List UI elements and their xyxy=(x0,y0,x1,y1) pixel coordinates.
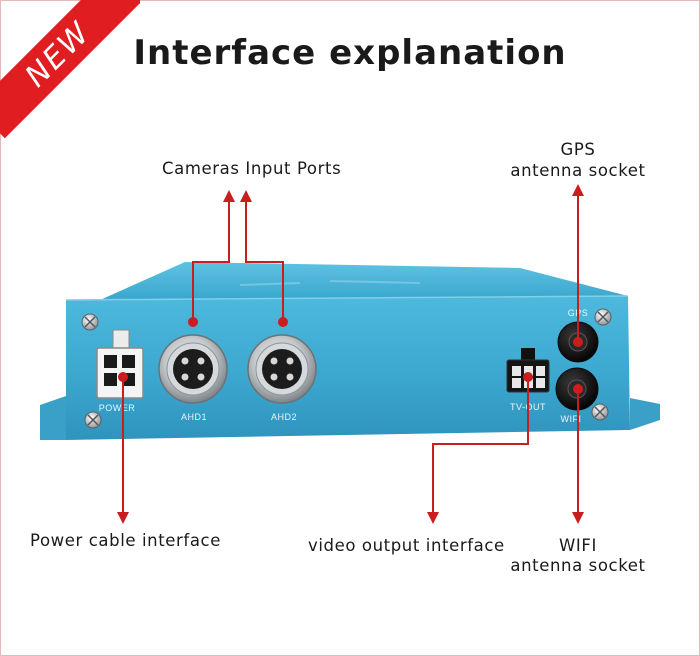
screw xyxy=(84,411,102,429)
callout-video xyxy=(427,372,533,524)
label-gps-antenna-socket: antenna socket xyxy=(510,161,646,180)
right-flange xyxy=(630,398,660,430)
callout-wifi xyxy=(572,384,584,524)
wifi-port-mark: WIFI xyxy=(561,414,582,424)
label-power-cable-interface: Power cable interface xyxy=(30,531,221,550)
page-title: Interface explanation xyxy=(133,33,567,73)
ahd2-connector xyxy=(247,334,317,404)
screw xyxy=(81,313,99,331)
screw xyxy=(591,403,609,421)
label-wifi-antenna-socket: antenna socket xyxy=(510,556,646,575)
ahd1-connector xyxy=(158,334,228,404)
ahd1-port-mark: AHD1 xyxy=(181,412,207,422)
label-wifi-title: WIFI xyxy=(559,536,597,555)
left-flange xyxy=(40,396,66,440)
callout-gps xyxy=(572,184,584,347)
screw xyxy=(594,308,612,326)
power-port-mark: POWER xyxy=(99,403,136,413)
device-front-panel xyxy=(66,296,630,440)
label-cameras-input-ports: Cameras Input Ports xyxy=(162,159,342,178)
ahd2-port-mark: AHD2 xyxy=(271,412,297,422)
callout-cameras xyxy=(188,190,288,327)
callout-power xyxy=(117,372,129,524)
label-video-output-interface: video output interface xyxy=(308,536,505,555)
label-gps-title: GPS xyxy=(560,140,596,159)
